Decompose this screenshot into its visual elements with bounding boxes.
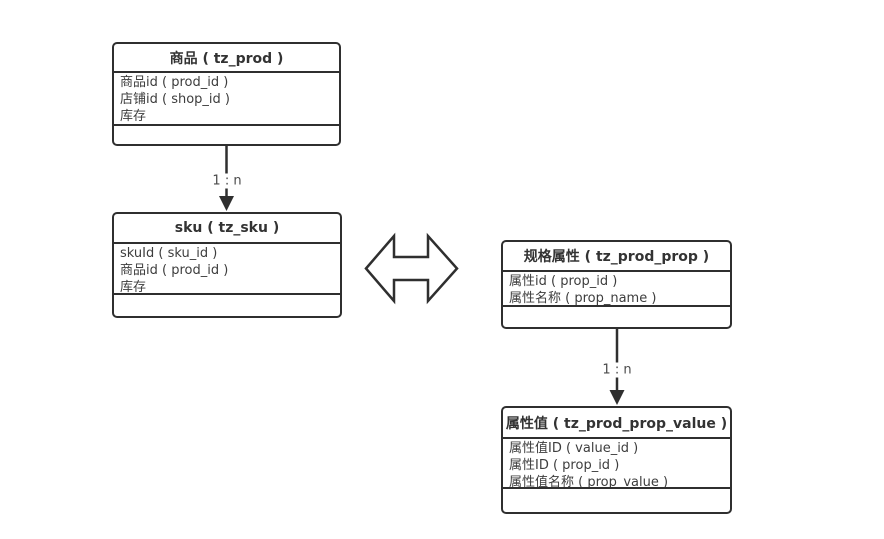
table-title: 商品 ( tz_prod ) <box>169 50 284 67</box>
table-fields: 商品id ( prod_id ) 店铺id ( shop_id ) 库存 <box>114 71 339 124</box>
field-row: 店铺id ( shop_id ) <box>120 92 230 107</box>
arrowhead-down-icon <box>609 390 625 405</box>
table-fields: 属性id ( prop_id ) 属性名称 ( prop_name ) <box>503 270 730 305</box>
table-empty-section <box>503 305 730 327</box>
bidirectional-arrow-icon[interactable] <box>364 232 459 305</box>
entity-table-sku[interactable]: sku ( tz_sku ) skuId ( sku_id ) 商品id ( p… <box>112 212 342 318</box>
table-empty-section <box>114 293 340 316</box>
connector-label-1n: 1 : n <box>598 362 636 378</box>
connector-prop-propvalue[interactable] <box>609 329 625 405</box>
field-row: 属性id ( prop_id ) <box>509 274 618 289</box>
field-row: 商品id ( prod_id ) <box>120 263 229 278</box>
entity-table-prop-value[interactable]: 属性值 ( tz_prod_prop_value ) 属性值ID ( value… <box>501 406 732 514</box>
field-row: 库存 <box>120 280 147 293</box>
connector-label-1n: 1 : n <box>208 173 246 189</box>
table-title: 属性值 ( tz_prod_prop_value ) <box>505 415 728 432</box>
field-row: 属性值名称 ( prop_value ) <box>509 475 669 487</box>
table-title: sku ( tz_sku ) <box>174 220 280 236</box>
entity-table-prod[interactable]: 商品 ( tz_prod ) 商品id ( prod_id ) 店铺id ( s… <box>112 42 341 146</box>
connector-prod-sku[interactable] <box>219 146 234 211</box>
table-fields: skuId ( sku_id ) 商品id ( prod_id ) 库存 <box>114 242 340 293</box>
field-row: 商品id ( prod_id ) <box>120 75 229 90</box>
table-empty-section <box>114 124 339 144</box>
field-row: 属性名称 ( prop_name ) <box>509 291 657 305</box>
field-row: 库存 <box>120 109 147 124</box>
field-row: 属性ID ( prop_id ) <box>509 458 620 473</box>
arrowhead-down-icon <box>219 196 234 211</box>
table-fields: 属性值ID ( value_id ) 属性ID ( prop_id ) 属性值名… <box>503 437 730 487</box>
entity-table-prop[interactable]: 规格属性 ( tz_prod_prop ) 属性id ( prop_id ) 属… <box>501 240 732 329</box>
table-title: 规格属性 ( tz_prod_prop ) <box>523 249 710 265</box>
table-empty-section <box>503 487 730 512</box>
field-row: skuId ( sku_id ) <box>120 246 218 261</box>
field-row: 属性值ID ( value_id ) <box>509 441 639 456</box>
